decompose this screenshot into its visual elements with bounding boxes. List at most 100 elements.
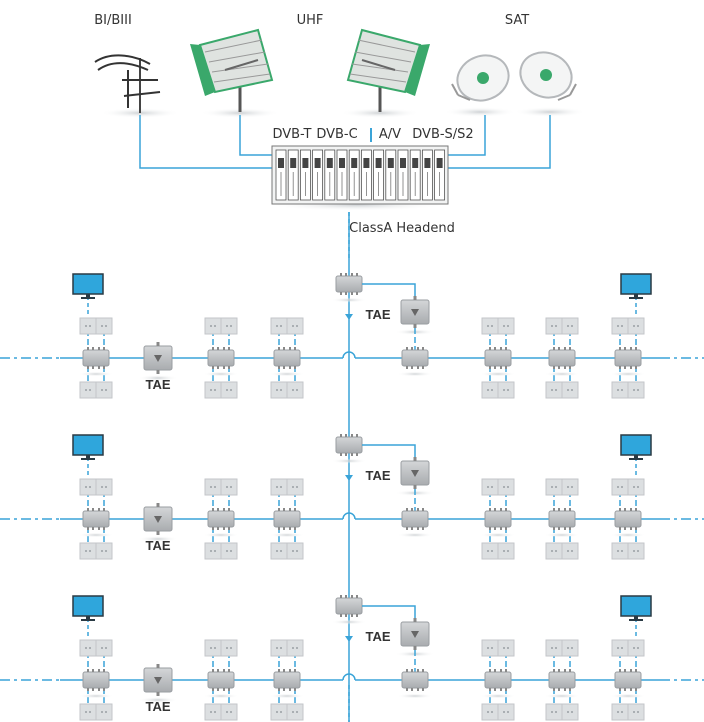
wall-socket xyxy=(545,542,563,560)
tv-monitor-icon xyxy=(72,434,104,460)
wall-socket xyxy=(79,542,97,560)
wall-socket xyxy=(611,703,629,721)
splitter xyxy=(610,508,646,538)
wall-socket xyxy=(497,317,515,335)
wall-socket xyxy=(286,317,304,335)
wall-socket xyxy=(204,381,222,399)
tae-tap-unit xyxy=(138,342,178,381)
wall-socket xyxy=(561,639,579,657)
wall-socket xyxy=(286,542,304,560)
label-av: A/V xyxy=(379,127,401,142)
tae-label: TAE xyxy=(145,538,170,553)
wall-socket xyxy=(497,703,515,721)
headend-module-display xyxy=(436,158,443,168)
wall-socket xyxy=(497,381,515,399)
label-uhf: UHF xyxy=(297,13,324,28)
splitter xyxy=(78,669,114,699)
wall-socket xyxy=(611,639,629,657)
wall-socket xyxy=(481,703,499,721)
headend-module-display xyxy=(400,158,406,168)
label-bi-biii: BI/BIII xyxy=(94,13,132,28)
wall-socket xyxy=(286,381,304,399)
headend-module-display xyxy=(278,158,284,168)
headend-module-display xyxy=(412,158,419,168)
splitter xyxy=(78,347,114,377)
headend-module-display xyxy=(290,158,297,168)
tae-label: TAE xyxy=(145,699,170,714)
splitter xyxy=(544,669,580,699)
splitter xyxy=(203,669,239,699)
splitter xyxy=(544,508,580,538)
splitter xyxy=(397,669,433,699)
uhf-antenna-left-icon xyxy=(190,28,280,118)
wall-socket xyxy=(95,639,113,657)
trunk-arrow-icon xyxy=(345,475,353,481)
av-marker xyxy=(370,128,372,142)
tv-monitor-icon xyxy=(620,273,652,299)
antenna-feed-cables xyxy=(139,115,551,169)
wall-socket xyxy=(95,703,113,721)
wall-socket xyxy=(79,478,97,496)
splitter xyxy=(480,669,516,699)
splitter xyxy=(269,669,305,699)
headend-module-display xyxy=(351,158,358,168)
tv-monitor-icon xyxy=(620,595,652,621)
floor-2: TAE TAE xyxy=(0,434,704,560)
splitter xyxy=(544,347,580,377)
wall-socket xyxy=(545,703,563,721)
wall-socket xyxy=(286,703,304,721)
splitter xyxy=(610,347,646,377)
headend-module-display xyxy=(387,158,394,168)
splitter xyxy=(480,347,516,377)
headend-caption: ClassA Headend xyxy=(349,221,455,236)
headend-module-display xyxy=(302,158,309,168)
wall-socket xyxy=(611,478,629,496)
headend-rack-icon xyxy=(267,145,449,211)
splitter xyxy=(203,347,239,377)
tae-label: TAE xyxy=(365,307,390,322)
wall-socket xyxy=(545,317,563,335)
wall-socket xyxy=(270,703,288,721)
wall-socket xyxy=(79,639,97,657)
wall-socket xyxy=(481,639,499,657)
splitter xyxy=(397,347,433,377)
vhf-antenna-icon xyxy=(94,54,180,118)
wall-socket xyxy=(79,381,97,399)
wall-socket xyxy=(204,639,222,657)
wall-socket xyxy=(545,381,563,399)
tv-monitor-icon xyxy=(620,434,652,460)
headend-module-display xyxy=(424,158,431,168)
wall-socket xyxy=(220,478,238,496)
headend-module-display xyxy=(339,158,345,168)
wall-socket xyxy=(204,542,222,560)
wall-socket xyxy=(611,542,629,560)
wall-socket xyxy=(270,381,288,399)
wall-socket xyxy=(95,478,113,496)
splitter xyxy=(397,508,433,538)
tv-monitor-icon xyxy=(72,273,104,299)
splitter xyxy=(78,508,114,538)
wall-socket xyxy=(95,381,113,399)
tae-tap-unit xyxy=(138,664,178,703)
wall-socket xyxy=(481,381,499,399)
headend-module-display xyxy=(314,158,321,168)
wall-socket xyxy=(79,703,97,721)
wall-socket xyxy=(611,317,629,335)
wall-socket xyxy=(627,542,645,560)
satellite-dish-right-icon xyxy=(514,51,586,117)
tae-label: TAE xyxy=(365,468,390,483)
splitter xyxy=(331,273,367,303)
wall-socket xyxy=(204,703,222,721)
splitter xyxy=(203,508,239,538)
wall-socket xyxy=(627,639,645,657)
tae-label: TAE xyxy=(365,629,390,644)
wall-socket xyxy=(220,639,238,657)
wall-socket xyxy=(220,542,238,560)
wall-socket xyxy=(497,478,515,496)
wall-socket xyxy=(270,542,288,560)
wall-socket xyxy=(497,542,515,560)
wall-socket xyxy=(561,317,579,335)
label-dvb-s: DVB-S/S2 xyxy=(412,127,473,142)
wall-socket xyxy=(95,542,113,560)
wall-socket xyxy=(561,478,579,496)
